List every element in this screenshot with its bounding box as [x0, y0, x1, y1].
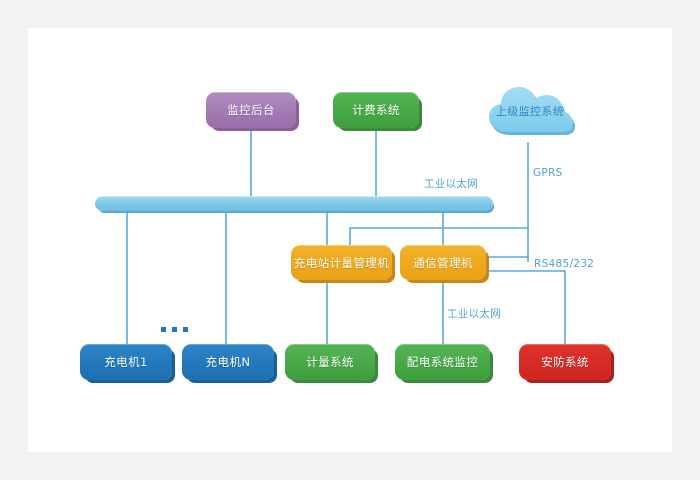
- edge-label-ethernet-bottom: 工业以太网: [447, 308, 501, 320]
- node-label: 监控后台: [227, 103, 275, 117]
- node-security-system[interactable]: 安防系统: [519, 344, 611, 380]
- ellipsis-dot: [161, 327, 166, 332]
- edge-label-rs485: RS485/232: [534, 258, 595, 270]
- ellipsis-dot: [183, 327, 188, 332]
- node-billing-system[interactable]: 计费系统: [333, 92, 419, 128]
- link-station-metering-manager-to-trunk: [349, 227, 529, 247]
- node-label: 通信管理机: [413, 255, 473, 270]
- node-monitoring-backend[interactable]: 监控后台: [206, 92, 296, 128]
- edge-label-ethernet-top: 工业以太网: [424, 178, 478, 190]
- node-communication-manager[interactable]: 通信管理机: [400, 245, 486, 280]
- node-label: 充电机1: [104, 355, 148, 369]
- node-charger-1[interactable]: 充电机1: [80, 344, 172, 380]
- edge-label-gprs: GPRS: [533, 167, 563, 179]
- industrial-ethernet-bus[interactable]: [95, 196, 493, 211]
- link-communication-manager-to-security-system: [484, 270, 566, 346]
- node-label: 安防系统: [541, 355, 589, 369]
- node-label: 充电站计量管理机: [293, 255, 390, 270]
- node-distribution-monitoring[interactable]: 配电系统监控: [395, 344, 490, 380]
- node-label: 计量系统: [306, 355, 354, 369]
- node-label: 上级监控系统: [495, 105, 565, 118]
- node-label: 配电系统监控: [406, 355, 479, 369]
- node-metering-system[interactable]: 计量系统: [285, 344, 375, 380]
- node-station-metering-manager[interactable]: 充电站计量管理机: [291, 245, 392, 280]
- node-label: 计费系统: [352, 103, 400, 117]
- cloud-icon: [489, 87, 575, 135]
- node-charger-n[interactable]: 充电机N: [182, 344, 274, 380]
- ellipsis-dot: [172, 327, 177, 332]
- node-label: 充电机N: [205, 355, 251, 369]
- node-upper-monitoring-cloud[interactable]: 上级监控系统: [484, 82, 576, 144]
